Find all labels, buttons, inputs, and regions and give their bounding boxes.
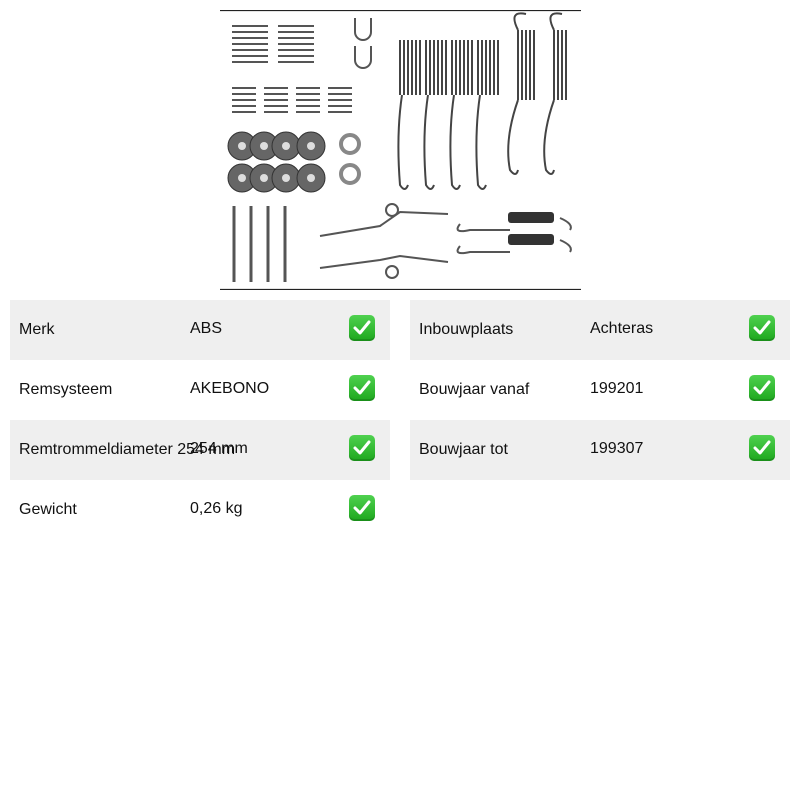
check-mark-icon xyxy=(349,495,375,521)
spec-value: 199201 xyxy=(590,380,644,397)
spec-value: 254 mm xyxy=(190,440,248,457)
spec-label: Remtrommeldiameter 254 mm xyxy=(19,441,236,458)
spec-value: Achteras xyxy=(590,320,654,337)
spec-label: Bouwjaar tot xyxy=(419,441,508,458)
spec-label: Merk xyxy=(19,321,55,338)
spec-value: 199307 xyxy=(590,440,644,457)
spec-value: AKEBONO xyxy=(190,380,270,397)
check-mark-icon xyxy=(749,375,775,401)
spec-label: Bouwjaar vanaf xyxy=(419,381,530,398)
spec-value: 0,26 kg xyxy=(190,500,243,517)
spec-row: Merk ABS xyxy=(10,300,390,360)
product-image xyxy=(220,10,581,290)
spec-value: ABS xyxy=(190,320,223,337)
check-mark-icon xyxy=(749,315,775,341)
spec-row: Gewicht 0,26 kg xyxy=(10,480,390,540)
check-mark-icon xyxy=(749,435,775,461)
spec-label: Remsysteem xyxy=(19,381,113,398)
spec-row: Remtrommeldiameter 254 mm 254 mm xyxy=(10,420,390,480)
spec-label: Inbouwplaats xyxy=(419,321,514,338)
spec-label: Gewicht xyxy=(19,501,77,518)
spring-icon xyxy=(232,25,314,63)
spec-row: Inbouwplaats Achteras xyxy=(410,300,790,360)
spec-row: Remsysteem AKEBONO xyxy=(10,360,390,420)
specs-table-left: Merk ABS Remsysteem AKEBONO Remtrommeldi… xyxy=(10,300,390,540)
check-mark-icon xyxy=(349,315,375,341)
specs-table-right: Inbouwplaats Achteras Bouwjaar vanaf 199… xyxy=(410,300,790,480)
check-mark-icon xyxy=(349,375,375,401)
spec-row: Bouwjaar tot 199307 xyxy=(410,420,790,480)
check-mark-icon xyxy=(349,435,375,461)
spec-row: Bouwjaar vanaf 199201 xyxy=(410,360,790,420)
